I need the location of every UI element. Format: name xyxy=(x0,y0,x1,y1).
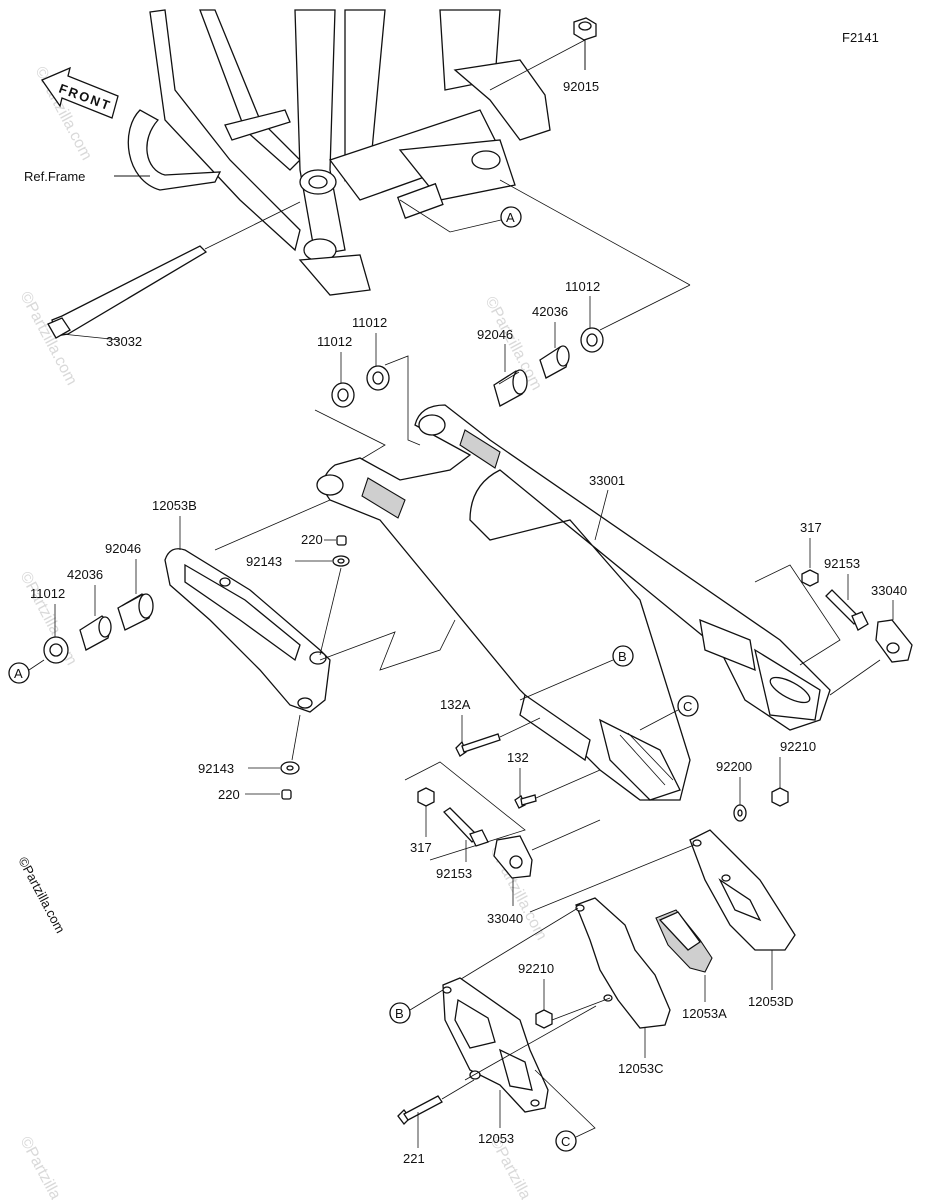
frame-illustration xyxy=(127,9,551,296)
callout-c-lower-letter: C xyxy=(561,1134,570,1149)
callout-b-lower: B xyxy=(389,907,579,1024)
ref-frame-label: Ref.Frame xyxy=(24,169,85,184)
part-92210-nut-right xyxy=(771,787,789,807)
part-label-33032: 33032 xyxy=(106,334,142,349)
part-92046-bearing-left xyxy=(117,593,154,631)
part-label-92210-left: 92210 xyxy=(518,961,554,976)
part-12053C-chain-guide xyxy=(575,897,671,1029)
part-label-92046-left: 92046 xyxy=(105,541,141,556)
part-label-12053A: 12053A xyxy=(682,1006,727,1021)
part-label-11012-far-left: 11012 xyxy=(30,586,65,601)
part-label-92046-right: 92046 xyxy=(477,327,513,342)
part-92046-bearing-right xyxy=(493,369,528,407)
part-label-92210-right: 92210 xyxy=(780,739,816,754)
part-label-11012-right: 11012 xyxy=(565,279,600,294)
part-label-12053B: 12053B xyxy=(152,498,197,513)
part-33001-swingarm xyxy=(316,404,831,801)
callout-b-lower-letter: B xyxy=(395,1006,404,1021)
part-92210-nut-left xyxy=(535,1009,553,1029)
part-label-317-right: 317 xyxy=(800,520,822,535)
callout-b-mid: B xyxy=(519,645,634,701)
part-label-92143-upper: 92143 xyxy=(246,554,282,569)
copyright-watermark: ©Partzilla.com xyxy=(15,854,68,935)
part-12053D-chain-guide xyxy=(689,829,796,951)
part-label-11012-mid: 11012 xyxy=(352,315,387,330)
diagram-code: F2141 xyxy=(842,30,879,45)
part-92015-nut xyxy=(489,17,597,91)
callout-a-top-letter: A xyxy=(506,210,515,225)
callout-a-left-letter: A xyxy=(14,666,23,681)
part-11012-seal-mid xyxy=(366,365,390,391)
callout-c-mid: C xyxy=(639,695,699,731)
part-220-bolt-upper xyxy=(336,535,347,546)
part-label-132: 132 xyxy=(507,750,529,765)
part-label-317-left: 317 xyxy=(410,840,432,855)
part-220-bolt-lower xyxy=(281,789,292,800)
part-label-42036-left: 42036 xyxy=(67,567,103,582)
part-92143-washer-upper xyxy=(332,555,350,567)
watermark-7: ©Partzilla.com xyxy=(16,1134,80,1200)
part-317-nut-right xyxy=(801,569,819,587)
part-132-bolt xyxy=(514,794,537,809)
part-label-221: 221 xyxy=(403,1151,425,1166)
callout-a-top: A xyxy=(399,179,691,331)
part-33040-adjuster-right xyxy=(875,619,913,663)
part-92153-bolt-right xyxy=(825,589,869,631)
part-33032-pivot-shaft xyxy=(47,201,301,341)
part-label-92015: 92015 xyxy=(563,79,599,94)
part-12053B-chain-slider xyxy=(164,548,331,713)
part-label-92200: 92200 xyxy=(716,759,752,774)
part-42036-collar-right xyxy=(539,345,570,379)
part-12053A-pad xyxy=(655,909,713,973)
part-label-92143-lower: 92143 xyxy=(198,761,234,776)
part-42036-collar-left xyxy=(79,615,112,651)
part-92200-washer xyxy=(733,804,747,822)
watermark-2: ©Partzilla.com xyxy=(16,289,80,388)
part-33040-adjuster-left xyxy=(493,835,533,879)
callout-c-mid-letter: C xyxy=(683,699,692,714)
part-label-12053: 12053 xyxy=(478,1131,514,1146)
callout-a-left: A xyxy=(8,659,45,684)
part-12053-chain-guard xyxy=(442,977,549,1113)
part-11012-seal-left xyxy=(331,382,355,408)
part-317-nut-left xyxy=(417,787,435,807)
part-92153-bolt-left xyxy=(443,807,489,847)
part-label-132A: 132A xyxy=(440,697,471,712)
part-label-12053D: 12053D xyxy=(748,994,794,1009)
part-221-screw xyxy=(397,1095,443,1125)
part-label-42036-right: 42036 xyxy=(532,304,568,319)
part-11012-seal-right xyxy=(580,327,604,353)
callout-b-mid-letter: B xyxy=(618,649,627,664)
part-label-220-upper: 220 xyxy=(301,532,323,547)
part-label-33040-left: 33040 xyxy=(487,911,523,926)
part-132A-bolt xyxy=(455,733,501,757)
callout-c-lower: C xyxy=(534,1069,596,1152)
part-label-33001: 33001 xyxy=(589,473,625,488)
part-label-33040-right: 33040 xyxy=(871,583,907,598)
part-label-11012-left: 11012 xyxy=(317,334,352,349)
part-label-12053C: 12053C xyxy=(618,1061,664,1076)
part-label-220-lower: 220 xyxy=(218,787,240,802)
part-92143-washer-lower xyxy=(280,761,300,775)
part-label-92153-left: 92153 xyxy=(436,866,472,881)
part-11012-seal-far-left xyxy=(43,636,69,664)
part-label-92153-right: 92153 xyxy=(824,556,860,571)
